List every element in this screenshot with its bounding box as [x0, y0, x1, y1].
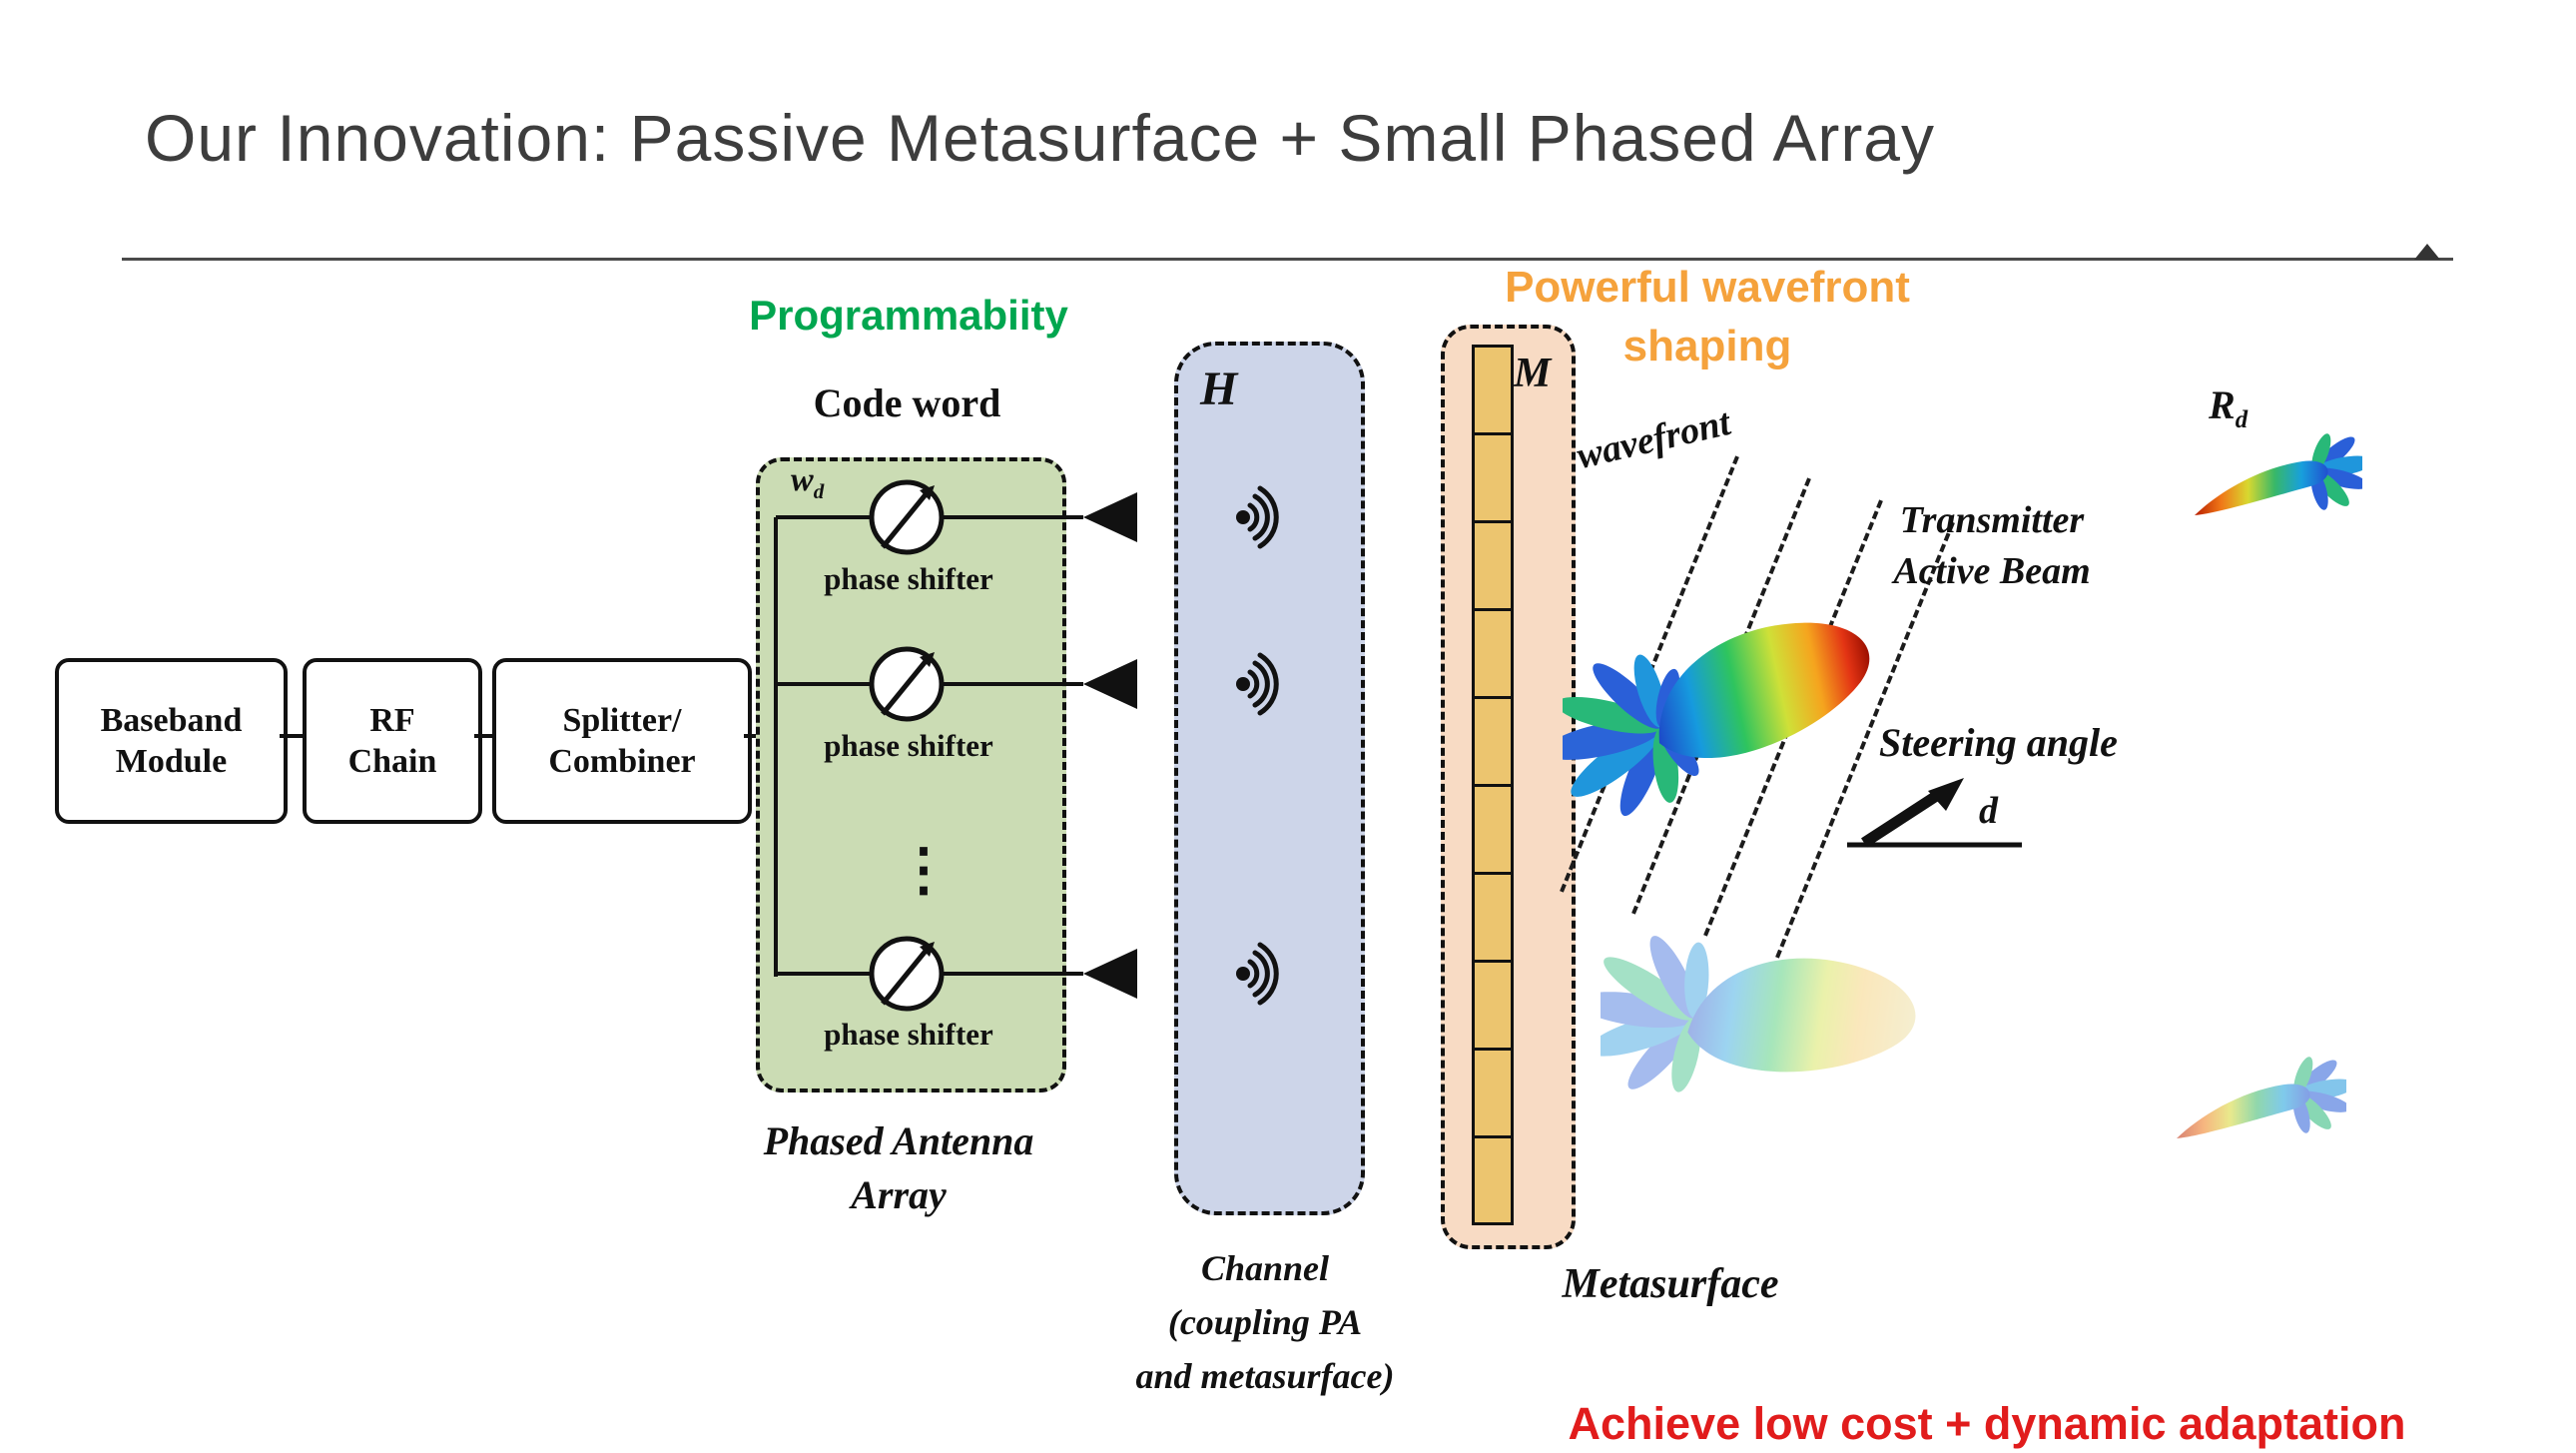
antenna-icon	[1083, 949, 1137, 999]
codeword-weight-symbol: wd	[791, 461, 824, 504]
rf-chain-box: RF Chain	[303, 658, 482, 824]
signal-waves-icon	[1223, 939, 1307, 1014]
metasurface-element-strip	[1472, 345, 1514, 1225]
title-divider	[122, 258, 2453, 261]
rule-end-marker-icon	[2414, 244, 2440, 260]
wavefront-shaping-headline: Powerful wavefront shaping	[1505, 263, 1910, 371]
baseband-module-box: Baseband Module	[55, 658, 288, 824]
metasurface-symbol: M	[1514, 351, 1552, 396]
code-word-label: Code word	[813, 380, 1001, 425]
channel-box	[1174, 342, 1365, 1215]
phase-shifter-label: phase shifter	[824, 728, 993, 763]
phase-shifter-label: phase shifter	[824, 1017, 993, 1052]
page-title: Our Innovation: Passive Metasurface + Sm…	[145, 101, 1936, 175]
wavefront-label: wavefront	[1573, 400, 1734, 478]
steering-angle-label: Steering angle	[1879, 720, 2118, 765]
reflected-beam-plot	[2183, 423, 2374, 528]
steering-angle-symbol: d	[1979, 790, 1998, 832]
reflected-beam-symbol: Rd	[2209, 381, 2248, 434]
splitter-combiner-box: Splitter/ Combiner	[492, 658, 752, 824]
weight-symbol: w	[791, 461, 814, 498]
rd-symbol-sub: d	[2235, 406, 2249, 433]
faded-reflected-beam-plot	[2163, 1047, 2356, 1151]
steering-angle-arrow	[1842, 771, 2032, 856]
weight-symbol-sub: d	[813, 478, 825, 503]
footer-note: Achieve low cost + dynamic adaptation	[1568, 1398, 2406, 1449]
ellipsis-dots: ⋮	[895, 837, 953, 902]
antenna-icon	[1083, 492, 1137, 542]
phase-shifter-icon	[857, 924, 957, 1024]
signal-waves-icon	[1223, 482, 1307, 557]
antenna-icon	[1083, 659, 1137, 709]
feed-bus-line	[774, 517, 778, 977]
metasurface-label: Metasurface	[1562, 1261, 1779, 1307]
connector-line	[474, 734, 492, 738]
phase-shifter-icon	[857, 467, 957, 567]
programmability-label: Programmabiity	[749, 292, 1068, 339]
phase-shifter-label: phase shifter	[824, 561, 993, 596]
transmitter-beam-label: Transmitter Active Beam	[1893, 499, 2091, 593]
channel-caption: Channel (coupling PA and metasurface)	[1135, 1248, 1395, 1396]
phased-array-caption: Phased Antenna Array	[763, 1118, 1034, 1217]
channel-symbol: H	[1200, 363, 1238, 415]
rd-symbol: R	[2209, 382, 2236, 427]
connector-line	[280, 734, 303, 738]
signal-waves-icon	[1223, 649, 1307, 724]
phase-shifter-icon	[857, 634, 957, 734]
faded-beam-plot	[1576, 904, 1940, 1133]
transmitter-beam-plot	[1544, 587, 1902, 817]
